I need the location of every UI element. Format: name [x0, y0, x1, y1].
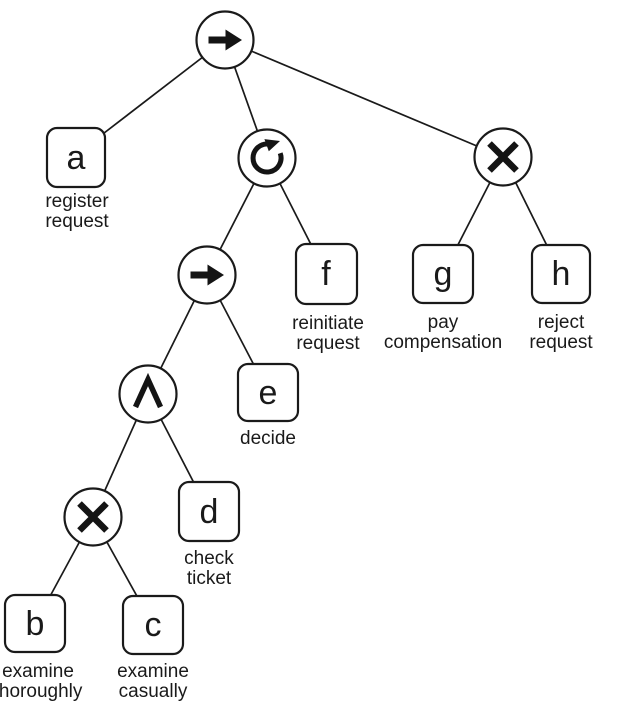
- sequence-arrow-icon: [190, 264, 224, 286]
- operator-circle: [237, 128, 297, 188]
- activity-box: [236, 362, 300, 423]
- activity-box: [177, 480, 241, 543]
- activity-letter: d: [200, 493, 219, 531]
- activity-node-f: f reinitiate request: [292, 242, 364, 354]
- activity-node-h: h reject request: [529, 243, 593, 353]
- edge-seqroot-xorright: [224, 39, 504, 158]
- activity-label-line: examine: [2, 661, 74, 682]
- activity-letter: b: [26, 605, 45, 643]
- activity-label-line: request: [296, 333, 360, 354]
- activity-label-line: check: [184, 548, 234, 569]
- activity-box: [530, 243, 592, 305]
- xor-cross-icon: [487, 141, 519, 173]
- activity-letter: e: [259, 374, 278, 412]
- activity-letter: g: [434, 255, 453, 293]
- activity-label-line: reject: [538, 312, 585, 333]
- activity-box: [3, 593, 67, 654]
- activity-label-line: register: [45, 191, 109, 212]
- activity-label-line: casually: [119, 681, 188, 702]
- operator-node-loop: [237, 128, 297, 188]
- activity-label-line: decide: [240, 428, 296, 449]
- activity-box: [121, 594, 185, 656]
- activity-label-line: request: [45, 211, 109, 232]
- operator-node-xor-left: [63, 487, 123, 547]
- activity-label-line: reinitiate: [292, 313, 364, 334]
- activity-node-g: g pay compensation: [384, 243, 502, 353]
- activity-letter: h: [552, 255, 571, 293]
- activity-box: [45, 126, 107, 189]
- operator-node-sequence-root: [195, 10, 255, 70]
- operator-node-parallel: [118, 364, 178, 424]
- activity-label-line: request: [529, 332, 593, 353]
- activity-label-line: thoroughly: [0, 681, 83, 702]
- sequence-arrow-icon: [208, 29, 242, 51]
- activity-label-line: ticket: [187, 568, 232, 589]
- activity-node-d: d check ticket: [177, 480, 241, 589]
- operator-node-xor-right: [473, 127, 533, 187]
- loop-arrow-icon: [250, 139, 284, 175]
- activity-node-b: b examine thoroughly: [0, 593, 83, 702]
- activity-label-line: examine: [117, 661, 189, 682]
- operator-circle: [118, 364, 178, 424]
- activity-node-c: c examine casually: [117, 594, 189, 702]
- activity-node-e: e decide: [236, 362, 300, 449]
- activity-letter: c: [145, 606, 162, 644]
- xor-cross-icon: [77, 501, 109, 533]
- activity-box: [294, 242, 359, 306]
- activity-label-line: pay: [428, 312, 459, 333]
- activity-letter: a: [67, 139, 86, 177]
- operator-node-sequence-inner: [177, 245, 237, 305]
- activity-letter: f: [321, 255, 331, 293]
- activity-label-line: compensation: [384, 332, 502, 353]
- parallel-wedge-icon: [132, 372, 164, 409]
- activity-box: [411, 243, 475, 305]
- activity-node-a: a register request: [45, 126, 109, 232]
